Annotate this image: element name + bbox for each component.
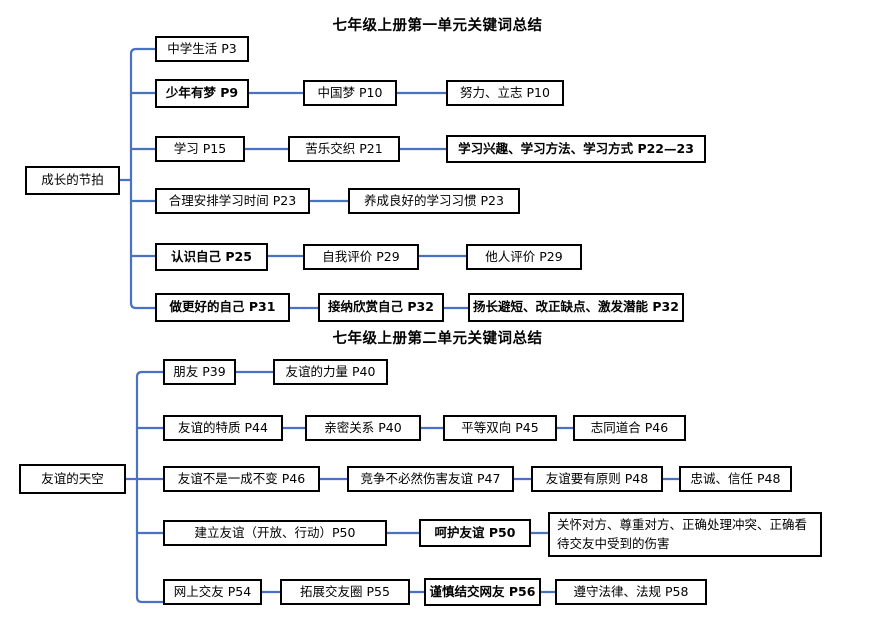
unit-1-node-1-1[interactable]: 中学生活 P3	[155, 36, 249, 62]
unit-2-node-2-3[interactable]: 平等双向 P45	[443, 415, 557, 441]
unit-1-node-6-1[interactable]: 做更好的自己 P31	[155, 293, 290, 322]
unit-2-node-2-4[interactable]: 志同道合 P46	[573, 415, 686, 441]
unit-1-node-2-3[interactable]: 努力、立志 P10	[446, 80, 564, 106]
unit-2-node-5-1[interactable]: 网上交友 P54	[163, 579, 262, 605]
unit-1-node-3-1[interactable]: 学习 P15	[155, 136, 245, 162]
unit-1-node-6-2[interactable]: 接纳欣赏自己 P32	[318, 293, 444, 322]
unit-2-node-1-1[interactable]: 朋友 P39	[163, 359, 236, 385]
unit-2-node-3-1[interactable]: 友谊不是一成不变 P46	[163, 466, 320, 492]
unit-1-connectors	[118, 47, 470, 310]
unit-1-node-5-2[interactable]: 自我评价 P29	[303, 244, 419, 270]
unit-1-title: 七年级上册第一单元关键词总结	[332, 18, 543, 34]
unit-1-node-3-3[interactable]: 学习兴趣、学习方法、学习方式 P22—23	[446, 135, 706, 163]
unit-1-node-4-2[interactable]: 养成良好的学习习惯 P23	[348, 188, 520, 214]
unit-2-node-5-3[interactable]: 谨慎结交网友 P56	[424, 578, 541, 606]
unit-2-node-3-4[interactable]: 忠诚、信任 P48	[679, 466, 792, 492]
unit-2-node-4-1[interactable]: 建立友谊（开放、行动）P50	[163, 520, 387, 546]
unit-2-title: 七年级上册第二单元关键词总结	[332, 331, 543, 347]
unit-2-node-3-2[interactable]: 竞争不必然伤害友谊 P47	[347, 466, 514, 492]
unit-1-node-2-1[interactable]: 少年有梦 P9	[155, 79, 249, 108]
unit-2-node-4-2[interactable]: 呵护友谊 P50	[419, 519, 531, 547]
unit-1-node-5-1[interactable]: 认识自己 P25	[155, 243, 268, 271]
unit-2-node-2-1[interactable]: 友谊的特质 P44	[163, 415, 283, 441]
unit-2-node-5-2[interactable]: 拓展交友圈 P55	[280, 579, 410, 605]
unit-1-root[interactable]: 成长的节拍	[25, 166, 120, 195]
unit-1-node-2-2[interactable]: 中国梦 P10	[303, 80, 397, 106]
unit-2-node-4-3[interactable]: 关怀对方、尊重对方、正确处理冲突、正确看待交友中受到的伤害	[548, 512, 822, 557]
unit-2-node-2-2[interactable]: 亲密关系 P40	[305, 415, 421, 441]
unit-1-node-5-3[interactable]: 他人评价 P29	[466, 244, 582, 270]
unit-2-node-5-4[interactable]: 遵守法律、法规 P58	[555, 579, 707, 605]
unit-1-node-6-3[interactable]: 扬长避短、改正缺点、激发潜能 P32	[468, 293, 684, 322]
unit-1-node-3-2[interactable]: 苦乐交织 P21	[288, 136, 400, 162]
unit-2-node-3-3[interactable]: 友谊要有原则 P48	[531, 466, 663, 492]
unit-2-root[interactable]: 友谊的天空	[19, 464, 126, 494]
unit-2-node-1-2[interactable]: 友谊的力量 P40	[273, 359, 388, 385]
unit-1-node-4-1[interactable]: 合理安排学习时间 P23	[155, 188, 310, 214]
